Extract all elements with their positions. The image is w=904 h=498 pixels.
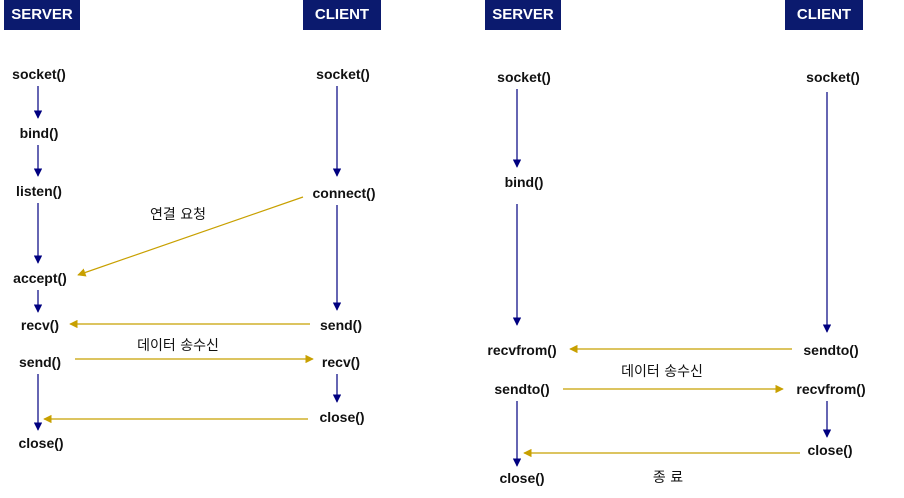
udp-client-socket: socket() bbox=[806, 69, 860, 85]
tcp-connection-request-arrow bbox=[77, 196, 304, 277]
udp-client-recvfrom: recvfrom() bbox=[796, 381, 866, 397]
udp-server-close: close() bbox=[499, 470, 545, 486]
udp-server-sendto: sendto() bbox=[494, 381, 550, 397]
tcp-client-connect: connect() bbox=[312, 185, 376, 201]
tcp-server-socket: socket() bbox=[12, 66, 66, 82]
udp-client-sendto: sendto() bbox=[803, 342, 859, 358]
tcp-client-header: CLIENT bbox=[303, 0, 381, 30]
tcp-client-close: close() bbox=[319, 409, 365, 425]
tcp-client-send: send() bbox=[320, 317, 362, 333]
tcp-server-accept: accept() bbox=[13, 270, 67, 286]
udp-server-socket: socket() bbox=[497, 69, 551, 85]
udp-client-close: close() bbox=[807, 442, 853, 458]
udp-server-header: SERVER bbox=[485, 0, 561, 30]
udp-client-header: CLIENT bbox=[785, 0, 863, 30]
tcp-data-exchange-note: 데이터 송수신 bbox=[137, 338, 219, 354]
tcp-connection-request-note: 연결 요청 bbox=[150, 207, 206, 223]
tcp-server-close: close() bbox=[18, 435, 64, 451]
udp-server-recvfrom: recvfrom() bbox=[487, 342, 557, 358]
udp-termination-note: 종 료 bbox=[652, 470, 684, 486]
tcp-client-socket: socket() bbox=[316, 66, 370, 82]
tcp-server-send: send() bbox=[19, 354, 61, 370]
udp-data-exchange-note: 데이터 송수신 bbox=[621, 364, 703, 380]
tcp-server-listen: listen() bbox=[16, 183, 62, 199]
tcp-server-recv: recv() bbox=[20, 317, 60, 333]
udp-server-bind: bind() bbox=[504, 174, 544, 190]
tcp-client-recv: recv() bbox=[321, 354, 361, 370]
tcp-server-bind: bind() bbox=[19, 125, 59, 141]
tcp-server-header: SERVER bbox=[4, 0, 80, 30]
